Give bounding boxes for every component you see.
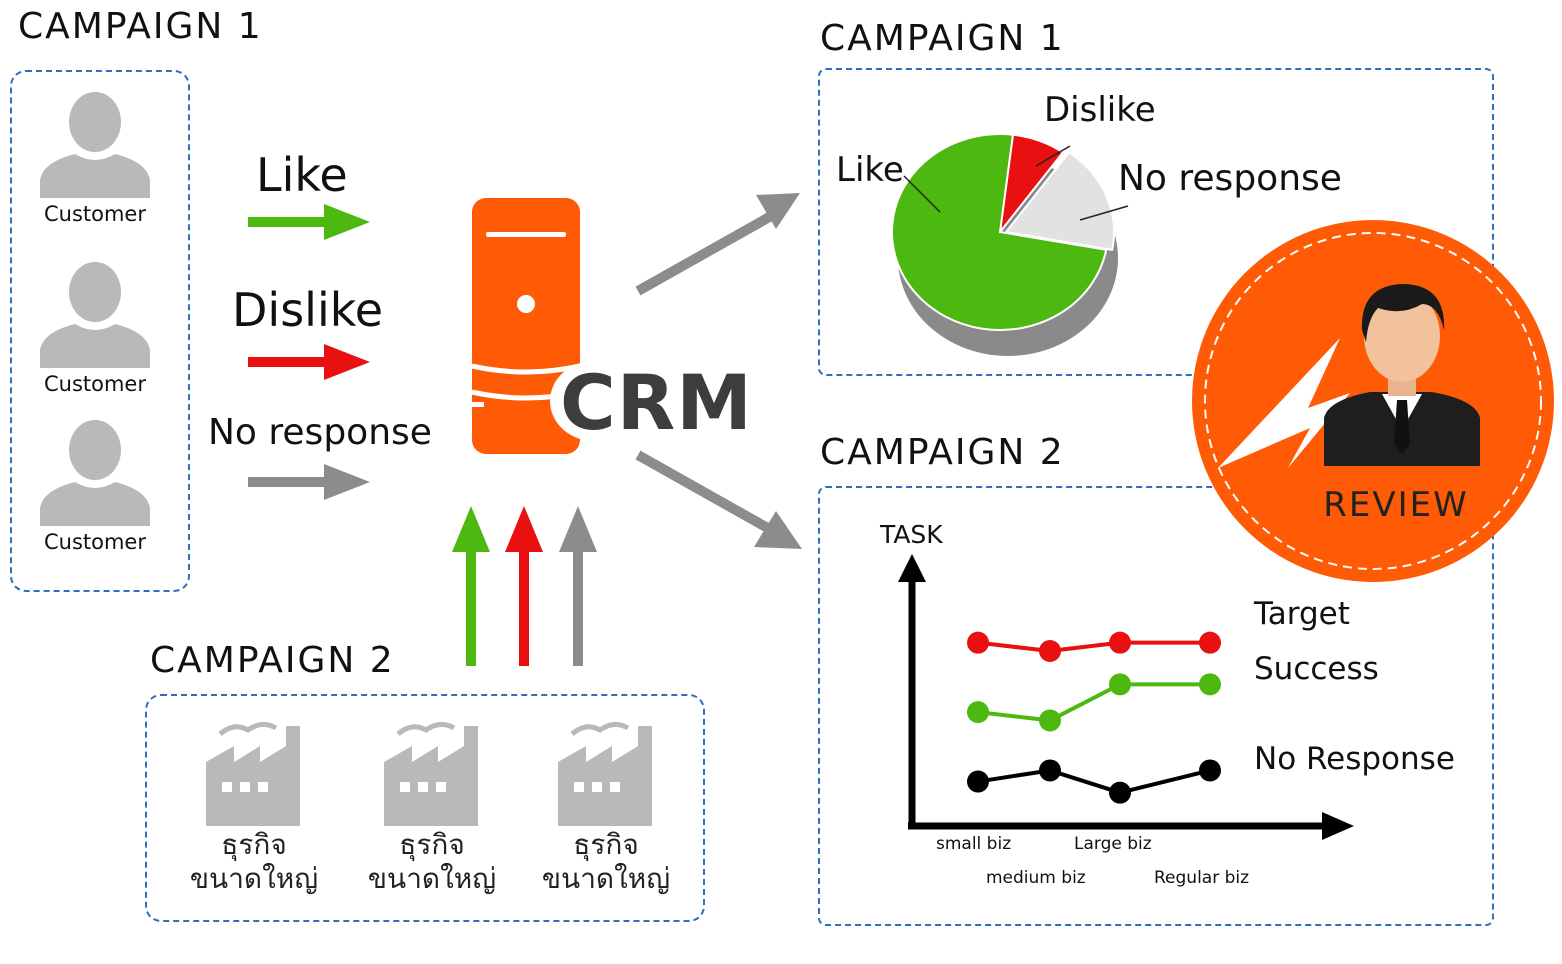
review-label: REVIEW bbox=[1323, 485, 1469, 525]
pie-box bbox=[818, 68, 1494, 376]
crm-label: CRM bbox=[560, 358, 753, 447]
series-point-no-response-2 bbox=[1109, 781, 1131, 804]
customer-label: Customer bbox=[43, 372, 146, 396]
x-tick-regular-biz: Regular biz bbox=[1154, 868, 1250, 888]
legend-target: Target bbox=[1254, 596, 1350, 632]
series-point-target-3 bbox=[1199, 631, 1221, 654]
pie-chart bbox=[891, 133, 1129, 356]
x-tick-small-biz: small biz bbox=[936, 834, 1012, 854]
x-axis-arrow-icon bbox=[1322, 812, 1354, 840]
line-chart bbox=[898, 554, 1354, 840]
series-point-success-3 bbox=[1199, 673, 1221, 696]
crm-label-background bbox=[550, 361, 638, 441]
customers-box bbox=[10, 70, 190, 592]
pie-leader-like bbox=[903, 175, 941, 213]
series-line-target bbox=[977, 640, 1210, 654]
like-label: Like bbox=[256, 148, 348, 202]
customer-3: Customer bbox=[35, 420, 155, 554]
business-label: ธุรกิจ ขนาดใหญ่ bbox=[189, 828, 319, 895]
series-point-success-1 bbox=[1039, 709, 1061, 732]
pie-label-no-response: No response bbox=[1118, 158, 1342, 199]
factory-icon bbox=[384, 722, 478, 826]
business-box bbox=[145, 694, 705, 922]
like-arrow-icon bbox=[248, 204, 370, 240]
arrow-to-campaign2-head-icon bbox=[754, 511, 802, 549]
series-line-no-response bbox=[977, 768, 1211, 795]
customer-label: Customer bbox=[43, 530, 146, 554]
legend-no-response: No Response bbox=[1254, 741, 1455, 777]
x-tick-large-biz: Large biz bbox=[1074, 834, 1152, 854]
series-point-no-response-0 bbox=[967, 770, 989, 793]
business-label: ธุรกิจ ขนาดใหญ่ bbox=[367, 828, 497, 895]
dislike-label: Dislike bbox=[232, 283, 384, 337]
customer-2: Customer bbox=[35, 262, 155, 396]
arrow-to-campaign1-icon bbox=[635, 206, 783, 296]
customer-avatar-icon bbox=[40, 262, 150, 368]
pie-slice-no-response bbox=[1004, 151, 1115, 251]
business-label: ธุรกิจ ขนาดใหญ่ bbox=[541, 828, 671, 895]
review-badge: REVIEW bbox=[1192, 220, 1554, 582]
pie-leader-dislike bbox=[1035, 145, 1071, 167]
left-campaign1-title: CAMPAIGN 1 bbox=[18, 6, 263, 47]
customer-1: Customer bbox=[35, 92, 155, 226]
factory-icon bbox=[558, 722, 652, 826]
no-response-label: No response bbox=[208, 412, 432, 453]
bottom-campaign2-title: CAMPAIGN 2 bbox=[150, 640, 395, 681]
series-line-success bbox=[977, 682, 1210, 723]
x-tick-medium-biz: medium biz bbox=[986, 868, 1086, 888]
factory-icon bbox=[206, 722, 300, 826]
businessman-icon bbox=[1324, 284, 1480, 466]
series-point-target-1 bbox=[1039, 640, 1061, 662]
legend-success: Success bbox=[1254, 651, 1379, 687]
series-point-success-0 bbox=[967, 701, 989, 724]
arrow-to-campaign1-head-icon bbox=[756, 193, 800, 229]
lightning-icon bbox=[1218, 338, 1350, 468]
series-point-no-response-3 bbox=[1199, 759, 1221, 782]
y-axis-arrow-icon bbox=[898, 554, 926, 582]
dislike-arrow-icon bbox=[248, 344, 370, 380]
series-point-target-2 bbox=[1109, 631, 1131, 654]
pie-leader-no-response bbox=[1079, 205, 1129, 221]
y-axis-label: TASK bbox=[880, 520, 943, 549]
pie-label-dislike: Dislike bbox=[1044, 90, 1156, 130]
customer-avatar-icon bbox=[40, 92, 150, 198]
business-1: ธุรกิจ ขนาดใหญ่ bbox=[184, 716, 324, 896]
right-campaign2-title: CAMPAIGN 2 bbox=[820, 432, 1065, 473]
right-campaign1-title: CAMPAIGN 1 bbox=[820, 18, 1065, 59]
business-2: ธุรกิจ ขนาดใหญ่ bbox=[362, 716, 502, 896]
customer-avatar-icon bbox=[40, 420, 150, 526]
series-point-no-response-1 bbox=[1039, 759, 1061, 782]
output-arrows bbox=[635, 193, 802, 549]
arrow-to-campaign2-icon bbox=[635, 450, 783, 540]
pie-label-like: Like bbox=[836, 150, 904, 190]
business-3: ธุรกิจ ขนาดใหญ่ bbox=[536, 716, 676, 896]
no-response-arrow-icon bbox=[248, 464, 370, 500]
input-arrows bbox=[452, 506, 597, 666]
series-point-success-2 bbox=[1109, 673, 1131, 696]
customer-label: Customer bbox=[43, 202, 146, 226]
series-point-target-0 bbox=[967, 631, 989, 654]
line-chart-box bbox=[818, 486, 1494, 926]
pie-slice-like bbox=[891, 133, 1108, 331]
